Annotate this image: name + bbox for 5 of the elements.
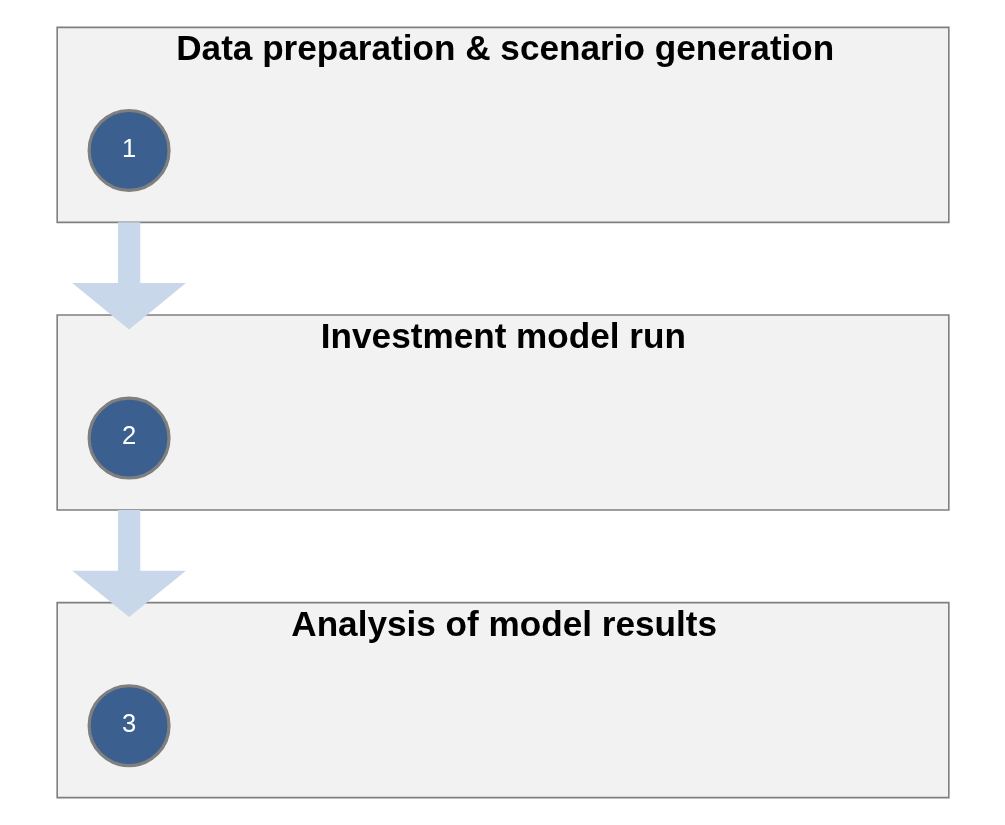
node-circle: 2 bbox=[87, 396, 171, 480]
arrow bbox=[71, 509, 186, 618]
node-circle: 3 bbox=[87, 684, 171, 768]
node-circle: 1 bbox=[87, 108, 171, 192]
arrow bbox=[71, 222, 186, 330]
